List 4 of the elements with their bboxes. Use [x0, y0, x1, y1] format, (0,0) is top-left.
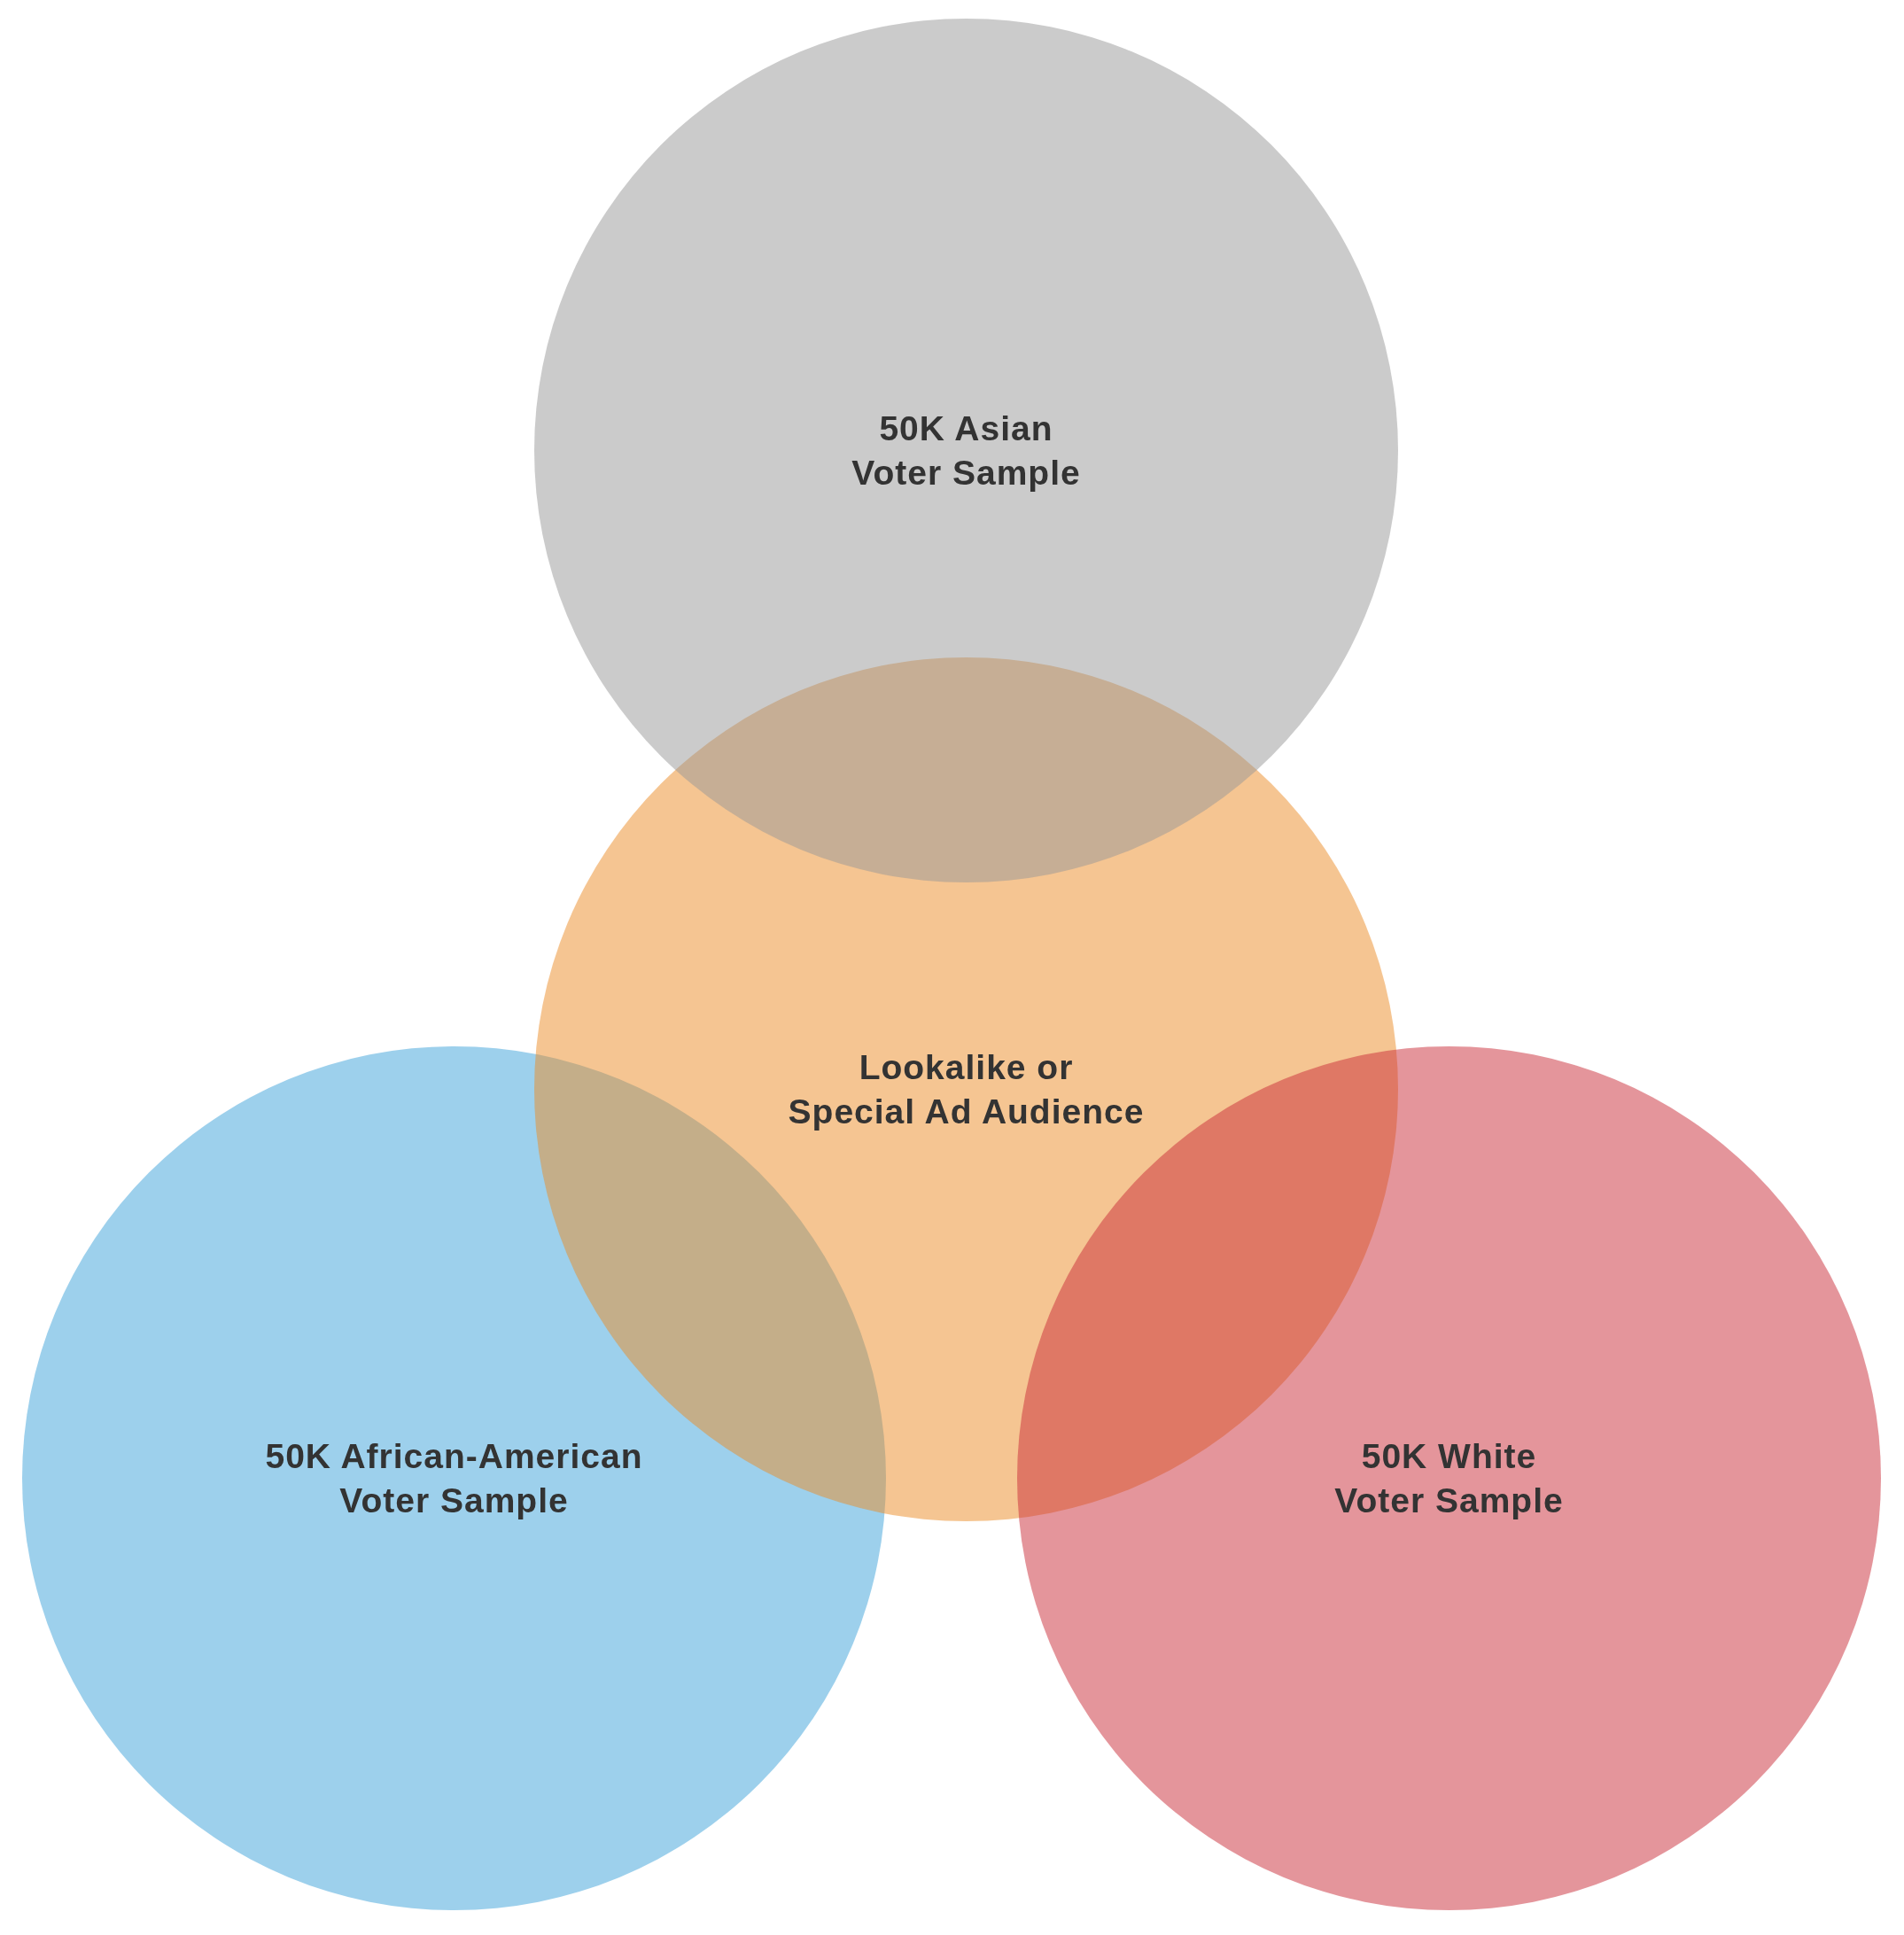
circle-label: 50K Asian Voter Sample — [851, 408, 1081, 493]
circle-label: 50K African-American Voter Sample — [265, 1435, 643, 1521]
circle-label: 50K White Voter Sample — [1334, 1435, 1564, 1521]
circle-label: Lookalike or Special Ad Audience — [788, 1046, 1145, 1132]
